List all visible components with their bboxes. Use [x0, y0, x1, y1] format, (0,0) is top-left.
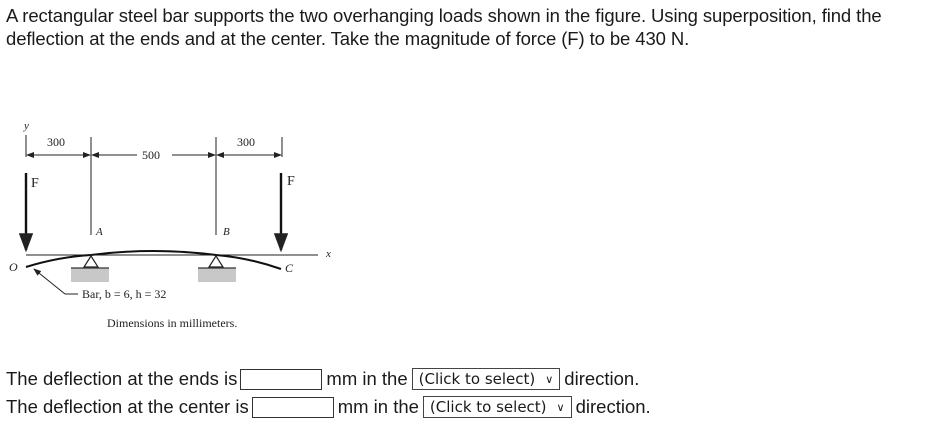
answer-row-center: The deflection at the center is mm in th… [6, 396, 651, 418]
ends-prefix: The deflection at the ends is [6, 368, 238, 389]
x-axis-label: x [325, 248, 331, 260]
dim-center: 500 [142, 148, 160, 162]
center-prefix: The deflection at the center is [6, 396, 249, 417]
ends-direction-select[interactable]: (Click to select) ∨ [411, 368, 561, 390]
bar-label: Bar, b = 6, h = 32 [82, 287, 166, 301]
ends-unit-text: mm in the [326, 368, 408, 389]
center-suffix: direction. [575, 396, 651, 417]
end-c-label: C [285, 261, 294, 275]
answer-row-ends: The deflection at the ends is mm in the … [6, 368, 639, 390]
beam-figure: y 300 500 300 F F x A B O C [0, 115, 340, 335]
chevron-down-icon: ∨ [545, 372, 554, 386]
dim-left: 300 [47, 135, 65, 149]
question-text: A rectangular steel bar supports the two… [6, 5, 882, 49]
origin-label: O [9, 260, 18, 274]
units-note: Dimensions in millimeters. [107, 316, 237, 330]
dim-right: 300 [237, 135, 255, 149]
y-axis-label: y [23, 120, 29, 132]
support-a-label: A [95, 226, 103, 238]
support-b-label: B [223, 226, 230, 238]
ends-select-label: (Click to select) [418, 370, 536, 388]
center-unit-text: mm in the [337, 396, 419, 417]
force-left-label: F [31, 176, 39, 191]
ends-deflection-input[interactable] [240, 368, 323, 390]
force-right-label: F [287, 174, 295, 189]
chevron-down-icon: ∨ [556, 400, 565, 414]
ends-suffix: direction. [564, 368, 640, 389]
center-select-label: (Click to select) [429, 398, 547, 416]
center-deflection-input[interactable] [251, 396, 334, 418]
center-direction-select[interactable]: (Click to select) ∨ [422, 396, 572, 418]
